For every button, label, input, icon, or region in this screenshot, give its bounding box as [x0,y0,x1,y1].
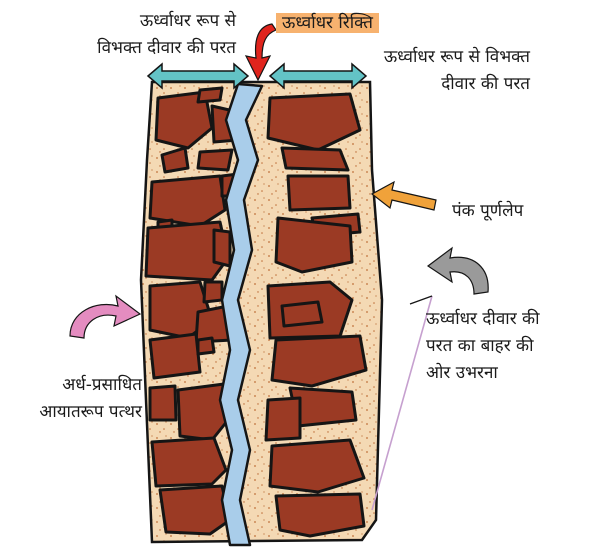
plaster-pointer-arrow [372,182,436,210]
left-wall-leaf-label: ऊर्ध्वाधर रूप से विभक्त दीवार की परत [26,8,236,62]
stones-line-1: अर्ध-प्रसाधित [4,372,142,399]
stones-line-2: आयातरूप पत्थर [4,399,142,426]
vertical-gap-label: ऊर्ध्वाधर रिक्ति [276,10,379,37]
mud-plaster-label: पंक पूर्णलेप [452,198,523,225]
right-wall-leaf-line-2: दीवार की परत [300,71,530,98]
right-wall-leaf-label: ऊर्ध्वाधर रूप से विभक्त दीवार की परत [300,44,530,98]
bulging-curved-arrow [428,248,488,294]
bulging-pointer-tick [410,296,432,304]
stones-label: अर्ध-प्रसाधित आयातरूप पत्थर [4,372,142,426]
right-wall-leaf-line-1: ऊर्ध्वाधर रूप से विभक्त [300,44,530,71]
left-wall-leaf-line-1: ऊर्ध्वाधर रूप से [26,8,236,35]
stones-curved-arrow [70,296,140,338]
gap-pointer-arrow [246,24,276,80]
bulging-line-2: परत का बाहर की [426,333,540,360]
bulging-line-1: ऊर्ध्वाधर दीवार की [426,306,540,333]
bulging-label: ऊर्ध्वाधर दीवार की परत का बाहर की ओर उभर… [426,306,540,387]
vertical-gap-label-text: ऊर्ध्वाधर रिक्ति [276,13,379,33]
bulging-line-3: ओर उभरना [426,360,540,387]
mud-plaster-label-text: पंक पूर्णलेप [452,201,523,221]
left-wall-leaf-line-2: विभक्त दीवार की परत [26,35,236,62]
